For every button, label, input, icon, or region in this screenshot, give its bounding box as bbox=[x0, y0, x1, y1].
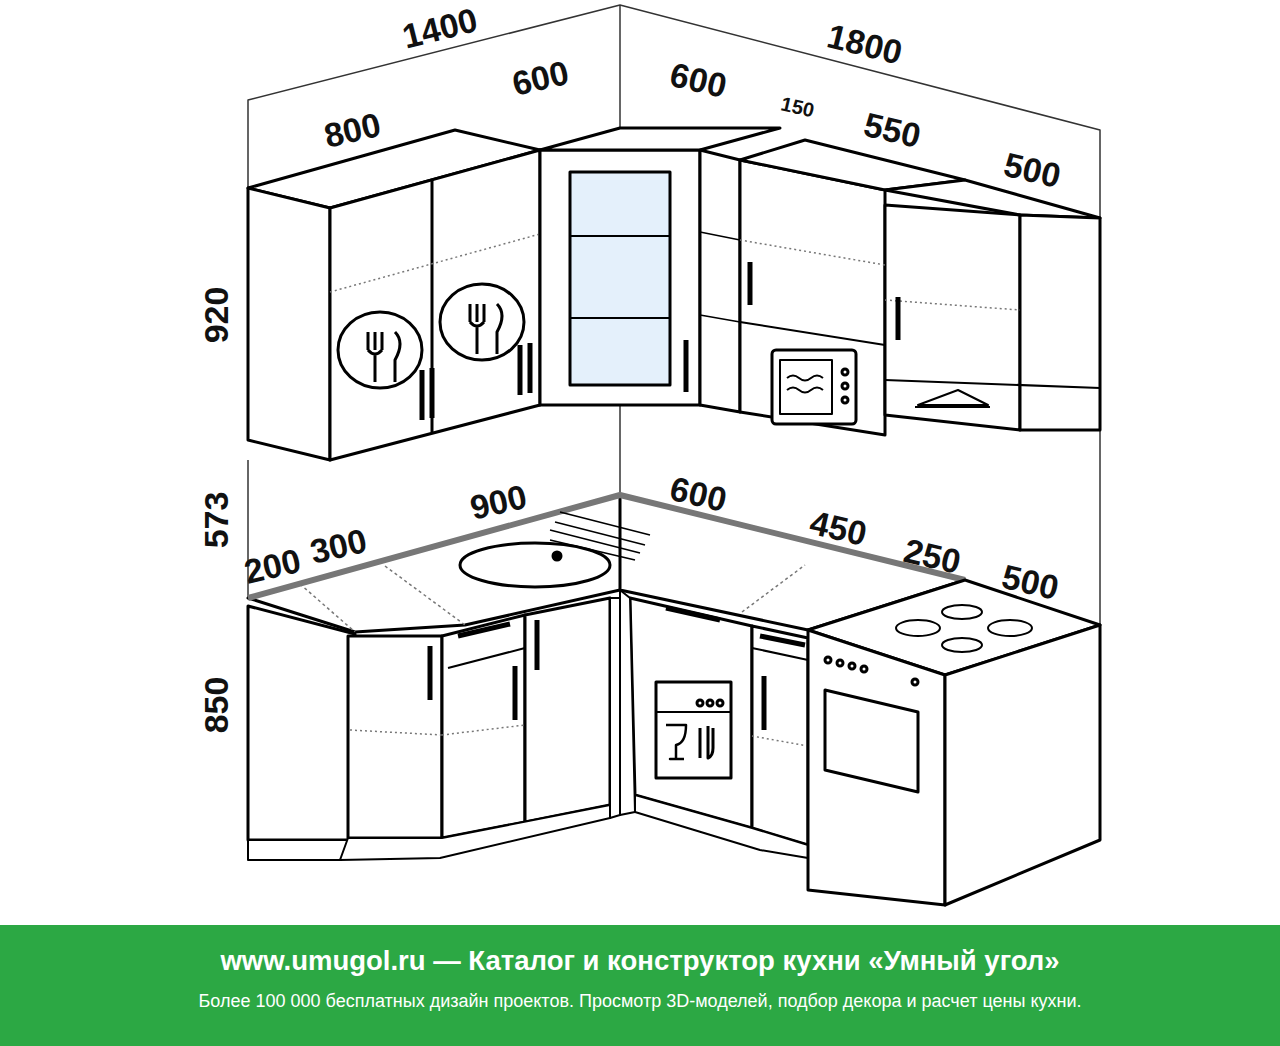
dimension-label: 573 bbox=[199, 492, 233, 549]
dimension-label: 150 bbox=[779, 94, 816, 121]
dimension-label: 800 bbox=[321, 107, 384, 153]
banner-subtitle: Более 100 000 бесплатных дизайн проектов… bbox=[0, 977, 1280, 1012]
kitchen-illustration bbox=[0, 0, 1280, 925]
dimension-label: 920 bbox=[199, 287, 233, 344]
dimension-label: 850 bbox=[199, 677, 233, 734]
dimension-label: 500 bbox=[1001, 147, 1064, 193]
dimension-label: 200 bbox=[241, 543, 304, 589]
dimension-label: 300 bbox=[307, 523, 370, 569]
dimension-label: 550 bbox=[861, 107, 924, 153]
banner-band: www.umugol.ru — Каталог и конструктор ку… bbox=[0, 925, 1280, 1046]
dimension-label: 900 bbox=[467, 479, 530, 525]
dimension-label: 600 bbox=[509, 55, 572, 101]
dimension-label: 1400 bbox=[399, 2, 481, 53]
dimension-label: 600 bbox=[667, 57, 730, 103]
banner-heading: www.umugol.ru — Каталог и конструктор ку… bbox=[0, 925, 1280, 977]
